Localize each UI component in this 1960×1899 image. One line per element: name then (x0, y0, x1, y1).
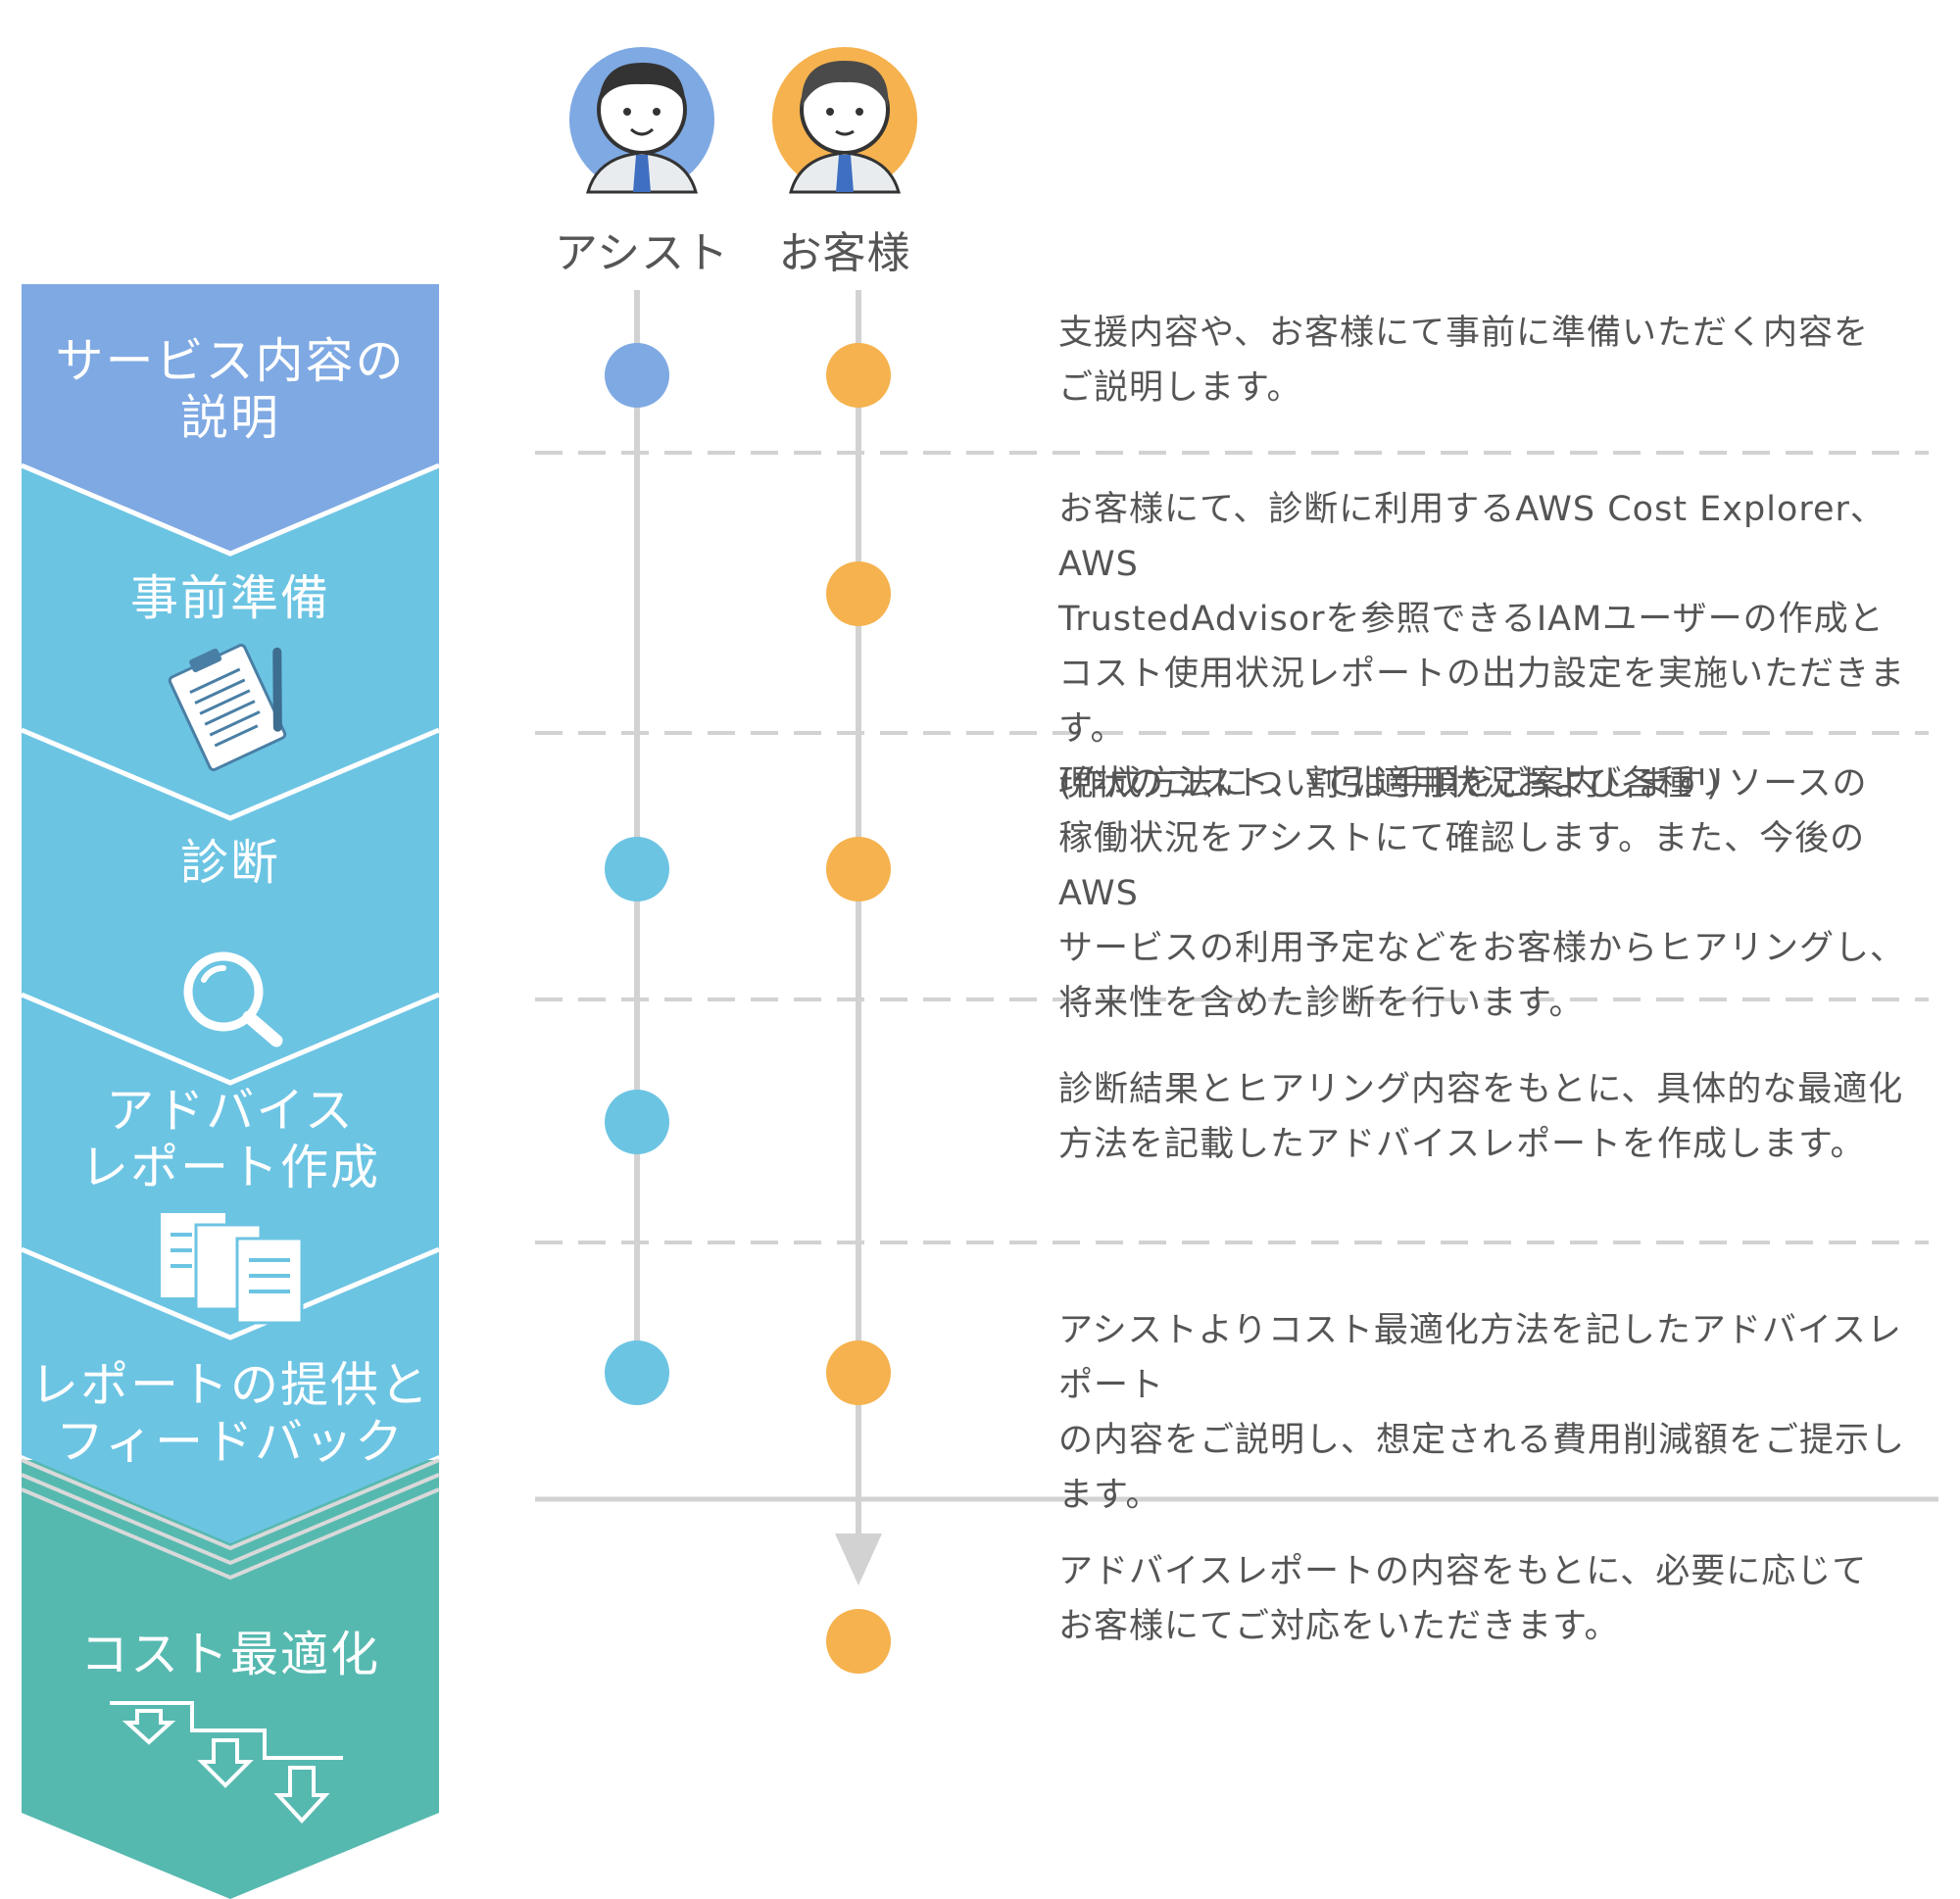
customer-marker-step-1 (826, 343, 891, 408)
chevron-step3 (22, 730, 439, 1083)
step-chevrons (21, 284, 440, 1899)
step-description-3: 現状のコスト、割引適用状況および各種リソースの 稼働状況をアシストにて確認します… (1058, 764, 1906, 1023)
step-title-2: 事前準備 (129, 570, 330, 626)
step-description-5: アシストよりコスト最適化方法を記したアドバイスレポート の内容をご説明し、想定さ… (1058, 1311, 1906, 1515)
step-title-1: サービス内容の 説明 (55, 333, 406, 446)
down-arrow-icon (835, 1534, 882, 1585)
chevron-step4 (22, 995, 439, 1338)
role-label-assist: アシスト (554, 228, 730, 278)
step-title-5: レポートの提供と フィードバック (29, 1357, 430, 1470)
step-description-2: お客様にて、診断に利用するAWS Cost Explorer、AWS Trust… (1058, 490, 1906, 803)
assist-marker-step-3 (605, 837, 669, 901)
step-title-4: アドバイス レポート作成 (79, 1083, 380, 1195)
chevron-final (22, 1460, 439, 1899)
step-description-1: 支援内容や、お客様にて事前に準備いただく内容を ご説明します。 (1058, 314, 1869, 408)
timeline-lines (634, 290, 882, 1585)
customer-marker-step-2 (826, 561, 891, 626)
documents-icon (161, 1213, 304, 1325)
step-title-3: 診断 (179, 835, 280, 891)
participation-markers (605, 343, 891, 1674)
chevron-step2 (22, 465, 439, 818)
row-separators (535, 451, 1929, 1244)
step-description-6: アドバイスレポートの内容をもとに、必要に応じて お客様にてご対応をいただきます。 (1058, 1552, 1868, 1646)
assist-marker-step-1 (605, 343, 669, 408)
step-description-4: 診断結果とヒアリング内容をもとに、具体的な最適化 方法を記載したアドバイスレポー… (1058, 1070, 1904, 1164)
customer-marker-step-3 (826, 837, 891, 901)
chevron-stripes (21, 1458, 440, 1581)
clipboard-icon (168, 643, 287, 772)
magnifier-icon (183, 951, 283, 1047)
customer-marker-step-5 (826, 1340, 891, 1405)
chevron-step5 (22, 1249, 439, 1543)
customer-avatar (772, 47, 917, 194)
stairs-down-icon (110, 1701, 343, 1824)
assist-marker-step-5 (605, 1340, 669, 1405)
role-label-customer: お客様 (778, 228, 911, 278)
assist-marker-step-4 (605, 1090, 669, 1154)
step-title-6: コスト最適化 (79, 1627, 380, 1682)
chevron-step1 (22, 284, 439, 554)
assist-avatar (569, 47, 714, 194)
customer-marker-step-6 (826, 1609, 891, 1674)
